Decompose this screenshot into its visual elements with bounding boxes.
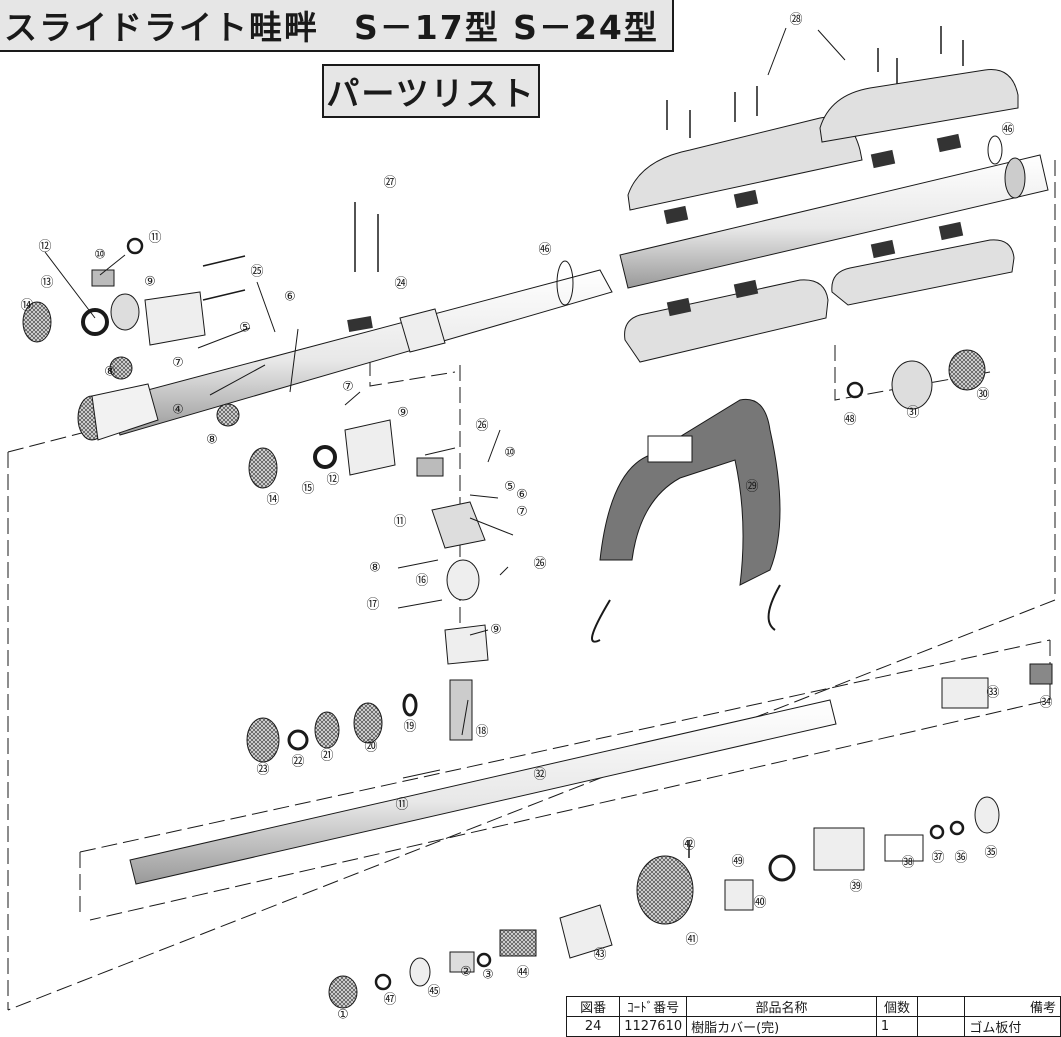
- callout-31: ㉛: [906, 406, 919, 421]
- callout-46b: ㊻: [1001, 123, 1014, 138]
- callout-8b: ⑧: [206, 433, 218, 448]
- main-pipe: [77, 135, 1049, 441]
- callout-6a: ⑥: [284, 290, 296, 305]
- col-header-no: 図番: [565, 996, 621, 1017]
- cell-no: 24: [565, 1016, 621, 1037]
- callout-16: ⑯: [415, 574, 428, 589]
- callout-32: ㉜: [533, 768, 546, 783]
- right-fittings: [846, 349, 986, 410]
- callout-12b: ⑫: [326, 473, 339, 488]
- col-header-remarks: 備考: [964, 996, 1061, 1017]
- callout-14b: ⑭: [266, 493, 279, 508]
- col-header-name: 部品名称: [686, 996, 877, 1017]
- callout-48: ㊽: [843, 413, 856, 428]
- callout-46a: ㊻: [538, 243, 551, 258]
- callout-36: ㊱: [954, 851, 967, 866]
- callout-27: ㉗: [383, 176, 396, 191]
- callout-9b: ⑨: [397, 406, 409, 421]
- resin-covers: [347, 69, 1019, 363]
- col-header-code: ｺｰﾄﾞ番号: [619, 996, 688, 1017]
- callout-28: ㉘: [789, 13, 802, 28]
- callout-21: ㉑: [320, 749, 333, 764]
- leader-lines: [44, 27, 846, 779]
- callout-30: ㉚: [976, 388, 989, 403]
- subtitle-banner: パーツリスト: [322, 64, 540, 118]
- callout-8a: ⑧: [104, 365, 116, 380]
- callout-24: ㉔: [394, 277, 407, 292]
- col-header-blank: [917, 996, 966, 1017]
- callout-37: ㊲: [931, 851, 944, 866]
- callout-26a: ㉖: [475, 419, 488, 434]
- parts-table: 図番 ｺｰﾄﾞ番号 部品名称 個数 備考 24 1127610 樹脂カバー(完)…: [565, 996, 1061, 1037]
- nozzle-group-mid: [246, 693, 418, 763]
- cell-blank: [917, 1016, 966, 1037]
- callout-10b: ⑩: [504, 446, 516, 461]
- belt-strap: [591, 398, 781, 643]
- callout-7c: ⑦: [516, 505, 528, 520]
- callout-47: ㊼: [383, 993, 396, 1008]
- callout-4: ④: [172, 403, 184, 418]
- left-valve-assembly: [22, 237, 489, 741]
- callout-19: ⑲: [403, 720, 416, 735]
- nozzle-assembly-bottom: [328, 796, 1000, 1009]
- cell-remarks: ゴム板付: [964, 1016, 1061, 1037]
- callout-7b: ⑦: [342, 380, 354, 395]
- callout-13: ⑬: [40, 276, 53, 291]
- callout-41: ㊶: [685, 933, 698, 948]
- page-subtitle: パーツリスト: [326, 74, 536, 113]
- cell-qty: 1: [875, 1016, 919, 1037]
- callout-22: ㉒: [291, 755, 304, 770]
- callout-18: ⑱: [475, 725, 488, 740]
- page-title: スライドライト畦畔 S－17型 S－24型: [4, 8, 659, 47]
- screws: [202, 26, 964, 858]
- callout-9a: ⑨: [144, 275, 156, 290]
- callout-35: ㉟: [984, 846, 997, 861]
- callout-3: ③: [482, 968, 494, 983]
- callout-25: ㉕: [250, 265, 263, 280]
- title-banner: スライドライト畦畔 S－17型 S－24型: [0, 0, 674, 52]
- callout-38: ㊳: [901, 856, 914, 871]
- callout-43: ㊸: [593, 948, 606, 963]
- col-header-qty: 個数: [875, 996, 919, 1017]
- cell-code: 1127610: [619, 1016, 688, 1037]
- callout-7a: ⑦: [172, 356, 184, 371]
- callout-8c: ⑧: [369, 561, 381, 576]
- callout-2: ②: [460, 965, 472, 980]
- callout-12a: ⑫: [38, 240, 51, 255]
- callout-26b: ㉖: [533, 557, 546, 572]
- callout-1: ①: [337, 1008, 349, 1023]
- callout-5a: ⑤: [239, 321, 251, 336]
- callout-11a: ⑪: [148, 231, 161, 246]
- callout-42: ㊷: [682, 838, 695, 853]
- callout-40: ㊵: [753, 896, 766, 911]
- callout-11c: ⑪: [395, 798, 408, 813]
- callout-6b: ⑥: [516, 488, 528, 503]
- callout-45: ㊺: [427, 985, 440, 1000]
- callout-29: ㉙: [745, 480, 758, 495]
- assembly-guide-lines: [7, 160, 1056, 1011]
- callout-10a: ⑩: [94, 248, 106, 263]
- callout-49: ㊾: [731, 855, 744, 870]
- callout-14a: ⑭: [20, 299, 33, 314]
- callout-15: ⑮: [301, 482, 314, 497]
- table-row: 24 1127610 樹脂カバー(完) 1 ゴム板付: [565, 1016, 1061, 1037]
- parts-table-header: 図番 ｺｰﾄﾞ番号 部品名称 個数 備考: [565, 996, 1061, 1017]
- callout-17: ⑰: [366, 598, 379, 613]
- callout-23: ㉓: [256, 763, 269, 778]
- cell-name: 樹脂カバー(完): [686, 1016, 877, 1037]
- callout-20: ⑳: [364, 740, 377, 755]
- callout-9c: ⑨: [490, 623, 502, 638]
- callout-11b: ⑪: [393, 515, 406, 530]
- callout-34: ㉞: [1039, 696, 1052, 711]
- callout-39: ㊴: [849, 880, 862, 895]
- callout-33: ㉝: [986, 686, 999, 701]
- callout-5b: ⑤: [504, 480, 516, 495]
- callout-44: ㊹: [516, 966, 529, 981]
- lower-extension-pipe: [129, 663, 1053, 885]
